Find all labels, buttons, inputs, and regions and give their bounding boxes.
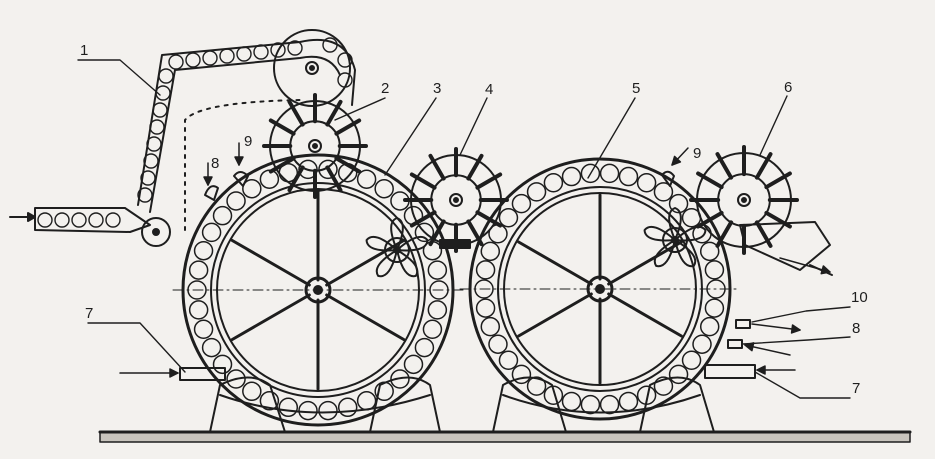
star-wheel-2 (262, 93, 368, 199)
feed-conveyor (9, 37, 356, 247)
callout-label-7-left: 7 (85, 305, 93, 322)
callout-label-8-left: 8 (211, 155, 219, 172)
callout-label-2: 2 (381, 80, 389, 97)
callout-label-7-right: 7 (852, 380, 860, 397)
callout-label-1: 1 (80, 42, 88, 59)
leader-lines (77, 59, 851, 399)
inner-sprocket-left (365, 217, 429, 278)
callout-label-3: 3 (433, 80, 441, 97)
drum-left (172, 153, 464, 427)
top-sprocket-wheel (273, 29, 351, 107)
spray-nozzles (204, 170, 751, 349)
drum-right (459, 157, 741, 421)
callout-label-6: 6 (784, 79, 792, 96)
star-wheel-6 (689, 145, 799, 255)
callout-label-5: 5 (632, 80, 640, 97)
star-wheel-4 (403, 147, 509, 253)
floor-base (98, 430, 912, 443)
callout-label-4: 4 (485, 81, 493, 98)
callout-label-9-left: 9 (244, 133, 252, 150)
callout-label-10: 10 (851, 289, 868, 306)
callout-label-8-right: 8 (852, 320, 860, 337)
flow-arrows (119, 142, 831, 378)
discharge-chute (739, 221, 833, 276)
callout-label-9-right: 9 (693, 145, 701, 162)
inner-sprocket-right (643, 207, 707, 268)
